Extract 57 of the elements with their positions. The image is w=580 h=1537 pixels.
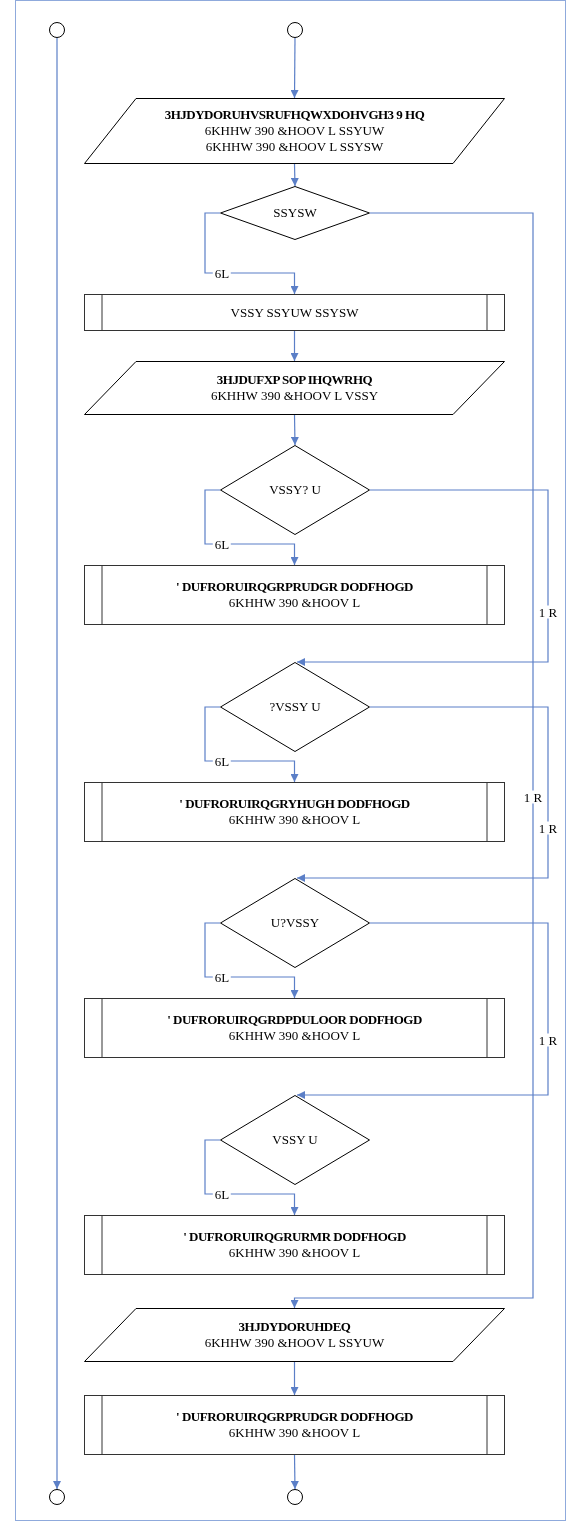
arrow [290, 1361, 299, 1396]
subprocess-box [84, 1395, 505, 1455]
node-text: VSSY? U [269, 482, 321, 498]
arrow [290, 37, 299, 99]
decision-diamond [220, 878, 370, 968]
node-text: 6KHHW 390 &HOOV L [228, 1425, 361, 1441]
node-text: 6KHHW 390 &HOOV L SSYUW [204, 1335, 385, 1351]
subprocess-box [84, 998, 505, 1058]
decision-diamond [220, 1095, 370, 1185]
arrow [296, 706, 549, 882]
node-text: ' DUFRORUIRQGRPRUDGR DODFHOGD [176, 579, 413, 595]
node-text: 6KHHW 390 &HOOV L VSSY [210, 388, 379, 404]
node-text: VSSY SSYUW SSYSW [230, 304, 359, 321]
edge-label: 1 R [521, 790, 545, 804]
node-text: ?VSSY U [269, 699, 321, 715]
input-output-parallelogram [84, 1308, 505, 1362]
edge-label: 1 R [536, 605, 560, 619]
arrow [53, 37, 61, 1490]
subprocess-box [84, 565, 505, 625]
arrow [290, 414, 299, 446]
node-text: U?VSSY [270, 915, 320, 931]
node-text: ' DUFRORUIRQGRURMR DODFHOGD [183, 1229, 406, 1245]
node-text: 6KHHW 390 &HOOV L SSYUW [204, 123, 385, 139]
decision-diamond [220, 445, 370, 535]
node-text: ' DUFRORUIRQGRDPDULOOR DODFHOGD [167, 1012, 422, 1028]
subprocess-box [84, 294, 505, 331]
arrow [204, 212, 299, 295]
arrow [296, 489, 549, 666]
node-text: 3HJDYDORUHVSRUFHQWXDOHVGH3 9 HQ [164, 107, 425, 123]
arrow [204, 922, 299, 999]
node-text: VSSY U [272, 1132, 318, 1148]
input-output-parallelogram [84, 361, 505, 415]
node-text: ' DUFRORUIRQGRYHUGH DODFHOGD [179, 796, 410, 812]
arrow [290, 212, 534, 1309]
node-text: 6KHHW 390 &HOOV L [228, 1028, 361, 1044]
arrow [290, 1454, 299, 1490]
node-text: 6KHHW 390 &HOOV L SSYSW [205, 139, 384, 155]
subprocess-box [84, 1215, 505, 1275]
subprocess-box [84, 782, 505, 842]
node-text: 3HJDUFXP SOP IHQWRHQ [216, 372, 373, 388]
arrow [204, 1139, 299, 1216]
arrow [296, 922, 549, 1099]
arrow [290, 163, 299, 187]
node-text: 6KHHW 390 &HOOV L [228, 812, 361, 828]
decision-diamond [220, 186, 370, 240]
arrow [204, 489, 299, 566]
node-text: 6KHHW 390 &HOOV L [228, 595, 361, 611]
arrow [290, 330, 299, 362]
edge-label: 1 R [536, 1033, 560, 1047]
input-output-parallelogram [84, 98, 505, 164]
node-text: SSYSW [273, 205, 317, 221]
node-text: 6KHHW 390 &HOOV L [228, 1245, 361, 1261]
decision-diamond [220, 662, 370, 752]
node-text: 3HJDYDORUHDEQ [238, 1319, 351, 1335]
edge-label: 1 R [536, 821, 560, 835]
arrow [204, 706, 299, 783]
node-text: ' DUFRORUIRQGRPRUDGR DODFHOGD [176, 1409, 413, 1425]
